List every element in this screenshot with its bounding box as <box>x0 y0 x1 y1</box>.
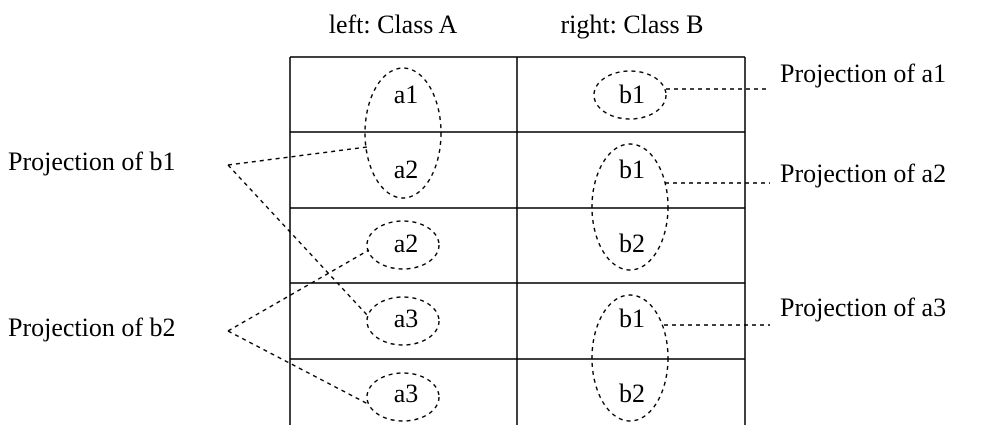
label-projection-a3: Projection of a3 <box>780 293 946 322</box>
ellipse-b1 <box>593 70 667 120</box>
ellipse-a3-lower <box>366 372 440 422</box>
class-table <box>289 56 746 425</box>
ellipse-a3-upper <box>366 296 440 346</box>
label-projection-a1: Projection of a1 <box>780 59 946 88</box>
ellipse-b1-b2-upper <box>591 143 669 271</box>
ellipse-b1-b2-lower <box>591 294 669 422</box>
label-projection-b1: Projection of b1 <box>8 147 176 176</box>
cell-a-row-1: a1 <box>394 80 419 109</box>
header-right: right: Class B <box>560 10 703 39</box>
label-projection-b2: Projection of b2 <box>8 313 176 342</box>
leader-b1-to-a1a2 <box>227 146 368 166</box>
cell-b-row-1: b1 <box>619 80 645 109</box>
ellipse-a2 <box>366 220 440 270</box>
leader-b1-to-a3 <box>227 164 369 317</box>
cell-a-row-2: a2 <box>394 155 419 184</box>
cell-b-row-4: b1 <box>619 304 645 333</box>
cell-a-row-4: a3 <box>394 304 419 333</box>
cell-b-row-2: b1 <box>619 155 645 184</box>
cell-a-row-5: a3 <box>394 379 419 408</box>
leader-b2-to-a3 <box>227 330 369 405</box>
ellipse-a1-a2 <box>364 67 442 199</box>
cell-b-row-5: b2 <box>619 379 645 408</box>
cell-b-row-3: b2 <box>619 229 645 258</box>
cell-a-row-3: a2 <box>394 229 419 258</box>
label-projection-a2: Projection of a2 <box>780 159 946 188</box>
leader-b2-to-a2 <box>227 249 370 332</box>
header-left: left: Class A <box>329 10 458 39</box>
